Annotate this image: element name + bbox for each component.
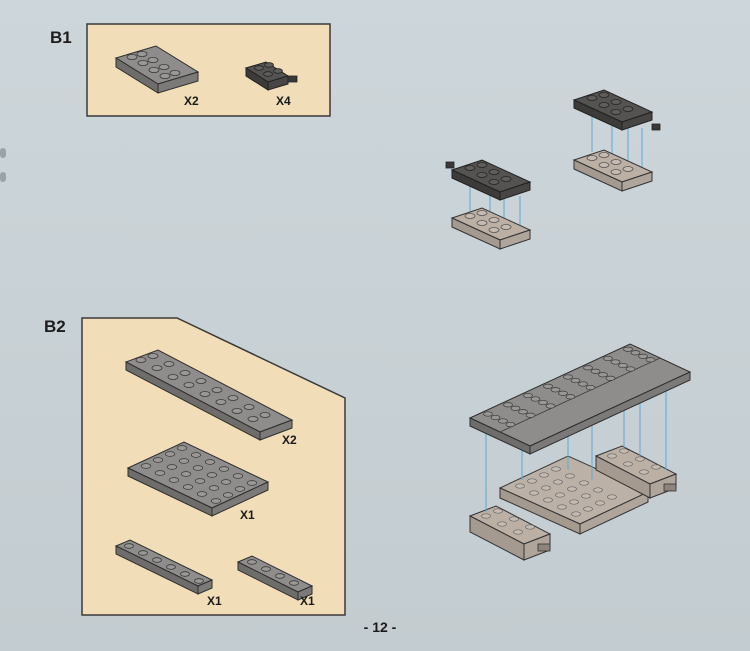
gray-plate-2x4-part — [114, 45, 200, 94]
stud — [638, 353, 648, 359]
b2-base-plate — [498, 455, 650, 535]
stud — [510, 405, 521, 411]
stud — [598, 372, 608, 378]
b2-guide-lines — [485, 384, 667, 512]
b2-top-plates — [468, 343, 692, 455]
b1-sub-assembly-right — [572, 89, 661, 192]
stud — [550, 387, 561, 393]
gray-plate-4x6-part — [126, 441, 270, 517]
stud — [590, 368, 601, 374]
stud — [570, 377, 581, 384]
stud — [503, 402, 513, 408]
qty-gray-plate-1x6: X1 — [207, 594, 222, 608]
stud — [558, 390, 568, 396]
stud — [623, 346, 633, 352]
stud — [530, 396, 541, 402]
qty-gray-plate-1x4: X1 — [300, 594, 315, 608]
stud — [483, 411, 493, 417]
stud — [565, 394, 576, 400]
stud — [618, 362, 628, 369]
stud — [505, 421, 516, 428]
stud — [585, 384, 596, 391]
stud — [583, 365, 593, 371]
stud — [605, 375, 616, 381]
binding-hole — [0, 172, 6, 182]
stud — [630, 350, 641, 356]
dark-plate-2x2-part — [244, 61, 298, 91]
stud — [543, 383, 553, 389]
stud — [525, 412, 536, 418]
qty-gray-plate-4x6: X1 — [240, 508, 255, 522]
page-number: - 12 - — [363, 619, 397, 635]
gray-plate-2x8-part — [124, 349, 294, 441]
gray-plate-1x4-part — [236, 555, 314, 601]
binding-hole — [0, 148, 6, 158]
stud — [518, 409, 528, 415]
gray-plate-1x6-part — [114, 539, 214, 595]
step-b1-label: B1 — [50, 28, 72, 47]
b1-sub-assembly-left — [445, 159, 532, 250]
stud — [610, 359, 621, 365]
stud — [625, 366, 636, 372]
step-b2-label: B2 — [44, 317, 66, 336]
b2-side-module-right — [594, 445, 678, 499]
stud — [523, 392, 533, 399]
stud — [490, 414, 501, 421]
stud — [603, 355, 613, 362]
stud — [645, 357, 656, 363]
qty-dark-plate-2x2: X4 — [276, 94, 291, 108]
stud — [538, 399, 548, 406]
stud — [563, 374, 573, 380]
qty-gray-plate-2x8: X2 — [282, 433, 297, 447]
stud — [545, 403, 556, 409]
stud — [578, 381, 588, 387]
qty-gray-plate-2x4: X2 — [184, 94, 199, 108]
stud — [498, 418, 508, 424]
b2-side-module-left — [468, 505, 552, 561]
